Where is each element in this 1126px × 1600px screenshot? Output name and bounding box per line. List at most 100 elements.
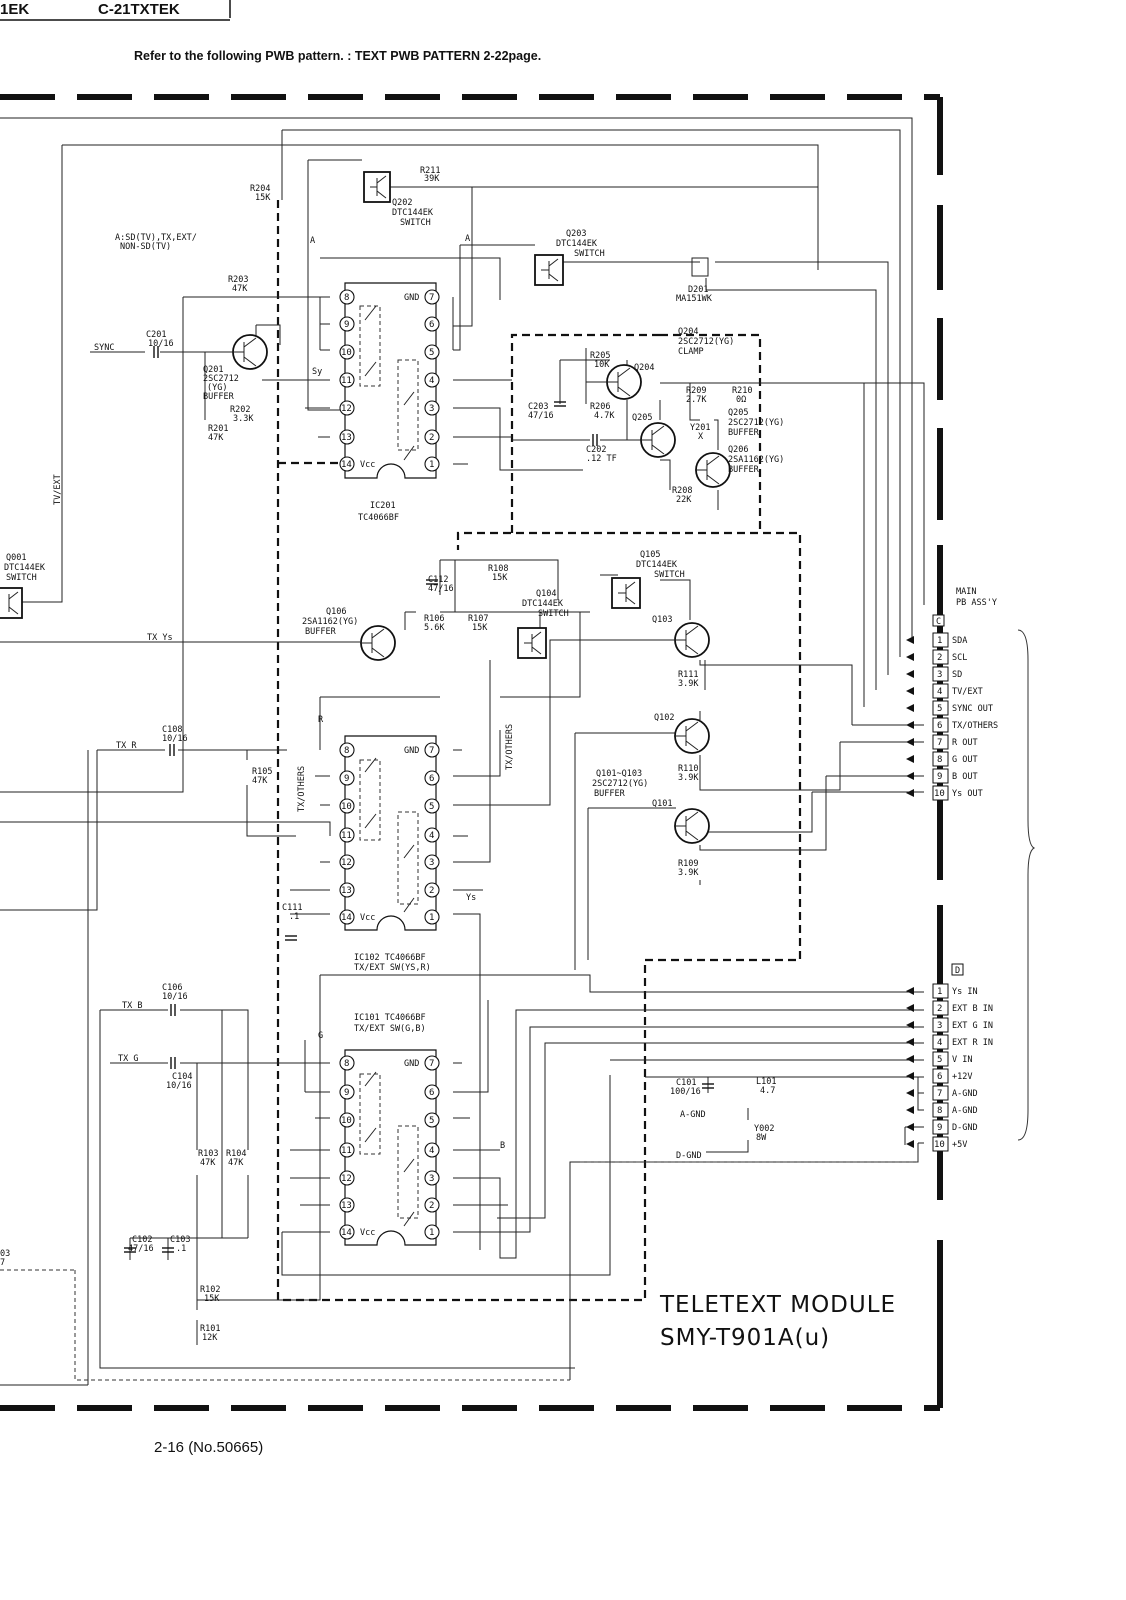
l103-fragment: 03 — [0, 1249, 10, 1259]
connector-d-pin-label: D-GND — [952, 1123, 978, 1133]
tv-ext-signal: TV/EXT — [53, 474, 63, 505]
connector-c-pin-number: 9 — [937, 772, 942, 782]
c102-val: 47/16 — [128, 1244, 154, 1254]
connector-c-pin-label: SD — [952, 670, 962, 680]
ic102-vcc-label: Vcc — [360, 913, 375, 923]
svg-text:6: 6 — [429, 774, 434, 784]
connector-d-letter: D — [955, 966, 960, 976]
tx-others-signal-left: TX/OTHERS — [297, 766, 307, 812]
c112-ref: C112 — [428, 575, 448, 585]
q106-part: 2SA1162(YG) — [302, 617, 358, 627]
c111-val: .1 — [289, 912, 299, 922]
svg-text:8: 8 — [344, 293, 349, 303]
c201-val: 10/16 — [148, 339, 174, 349]
q204-part: 2SC2712(YG) — [678, 337, 734, 347]
q206-fn: BUFFER — [728, 465, 760, 475]
q001-fn: SWITCH — [6, 573, 37, 583]
q201-grade: (YG) — [207, 383, 227, 393]
connector-c-pin-label: TX/OTHERS — [952, 721, 998, 731]
d201-ref: D201 — [688, 285, 708, 295]
connector-c-pin-label: TV/EXT — [952, 687, 983, 697]
svg-text:7: 7 — [429, 293, 434, 303]
connector-c-pin-number: 8 — [937, 755, 942, 765]
c104-ref: C104 — [172, 1072, 192, 1082]
connector-c-pin-label: SDA — [952, 636, 967, 646]
q104-fn: SWITCH — [538, 609, 569, 619]
q102-ref: Q102 — [654, 713, 674, 723]
connector-d-pin-number: 6 — [937, 1072, 942, 1082]
svg-text:12: 12 — [341, 1174, 352, 1184]
q001-ref: Q001 — [6, 553, 26, 563]
svg-text:14: 14 — [341, 460, 352, 470]
svg-text:4: 4 — [429, 831, 434, 841]
r102-ref: R102 — [200, 1285, 220, 1295]
q203-part: DTC144EK — [556, 239, 598, 249]
connector-d-pin-number: 5 — [937, 1055, 942, 1065]
ic201-gnd-label: GND — [404, 293, 419, 303]
q202-ref: Q202 — [392, 198, 412, 208]
r208-val: 22K — [676, 495, 692, 505]
model-left: 1EK — [0, 1, 29, 18]
y002-ref: Y002 — [754, 1124, 774, 1134]
connector-d-pin-label: Ys IN — [952, 987, 978, 997]
q204-fn: CLAMP — [678, 347, 704, 357]
y201-ref: Y201 — [690, 423, 710, 433]
r106-val: 5.6K — [424, 623, 445, 633]
connector-c-pin-number: 5 — [937, 704, 942, 714]
svg-text:1: 1 — [429, 913, 434, 923]
svg-text:4: 4 — [429, 1146, 434, 1156]
connector-c-pin-label: G OUT — [952, 755, 978, 765]
tx-g-signal: TX G — [118, 1054, 138, 1064]
q201-ref: Q201 — [203, 365, 223, 375]
a-sd-signal: A:SD(TV),TX,EXT/ — [115, 233, 197, 243]
r210-ref: R210 — [732, 386, 752, 396]
q202-part: DTC144EK — [392, 208, 434, 218]
connector-c-pin-label: B OUT — [952, 772, 978, 782]
ic102-gnd-label: GND — [404, 746, 419, 756]
l103-fragment-2: 7 — [0, 1258, 5, 1268]
tx-b-signal: TX B — [122, 1001, 142, 1011]
r103-val: 47K — [200, 1158, 216, 1168]
connector-d-pin-label: EXT R IN — [952, 1038, 993, 1048]
svg-text:1: 1 — [429, 1228, 434, 1238]
connector-d-pin-number: 2 — [937, 1004, 942, 1014]
c203-ref: C203 — [528, 402, 548, 412]
sy-signal: Sy — [312, 367, 322, 377]
q206-ref: Q206 — [728, 445, 748, 455]
c103-ref: C103 — [170, 1235, 190, 1245]
module-border — [0, 94, 943, 1411]
circuit-block-outlines — [276, 200, 802, 1302]
q205-fn: BUFFER — [728, 428, 760, 438]
connector-d-pin-10: 10 +5V — [906, 1136, 967, 1152]
connector-c-pin-number: 7 — [937, 738, 942, 748]
ic101-name: IC101 TC4066BF — [354, 1013, 426, 1023]
connector-c-pin-number: 10 — [934, 789, 945, 799]
c103-val: .1 — [176, 1244, 186, 1254]
q001-part: DTC144EK — [4, 563, 46, 573]
r105-ref: R105 — [252, 767, 272, 777]
connector-d-pin-number: 10 — [934, 1140, 945, 1150]
c106-val: 10/16 — [162, 992, 188, 1002]
svg-text:13: 13 — [341, 433, 352, 443]
r109-val: 3.9K — [678, 868, 699, 878]
r209-val: 2.7K — [686, 395, 707, 405]
svg-text:14: 14 — [341, 913, 352, 923]
q202-fn: SWITCH — [400, 218, 431, 228]
c101-ref: C101 — [676, 1078, 696, 1088]
connector-c-pin-number: 3 — [937, 670, 942, 680]
r210-val: 0Ω — [736, 395, 746, 405]
capacitors — [124, 346, 714, 1253]
r-marker: R — [318, 715, 324, 725]
ic201-vcc-label: Vcc — [360, 460, 375, 470]
g-marker: G — [318, 1031, 323, 1041]
connector-d-pin-label: +5V — [952, 1140, 967, 1150]
